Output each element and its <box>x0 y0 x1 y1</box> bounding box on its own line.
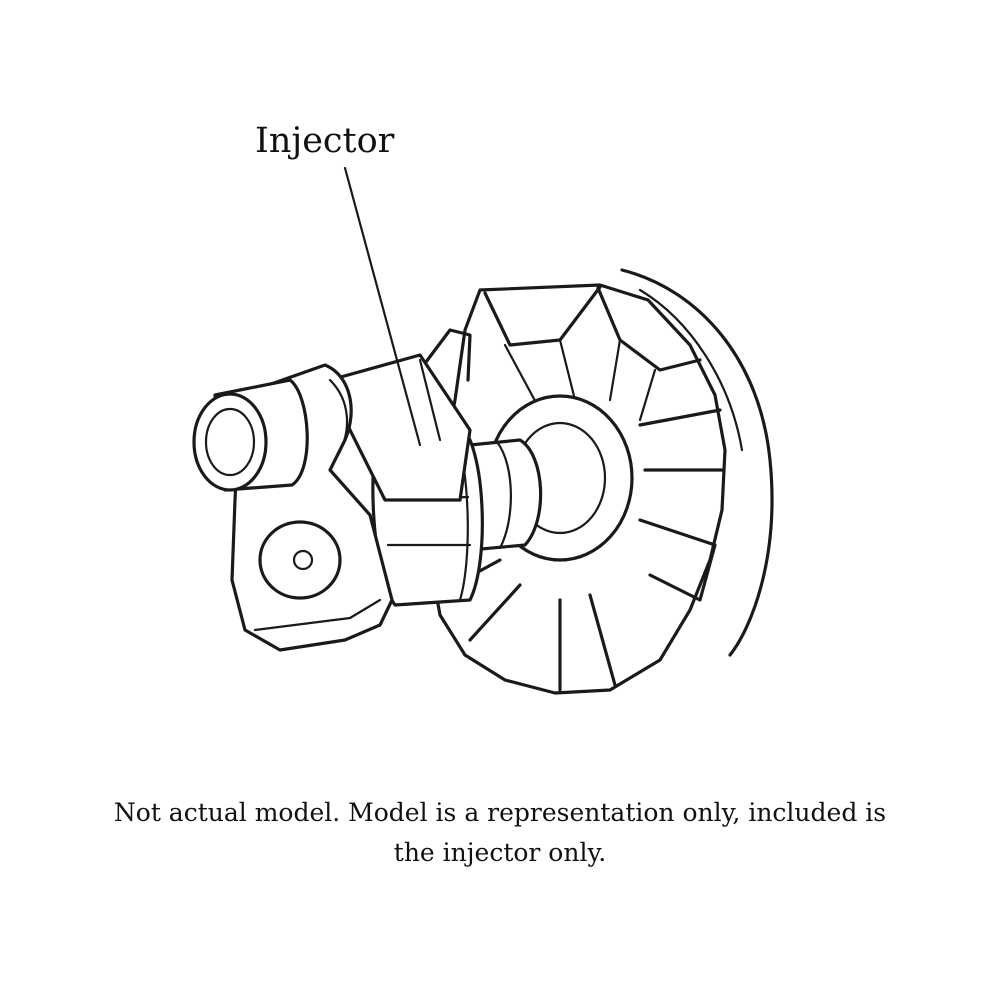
blade-edge-2 <box>608 338 657 422</box>
shaft-neck-groove <box>495 440 512 550</box>
blade-upper-right <box>596 286 702 372</box>
disclaimer-line-2: the injector only. <box>393 838 607 867</box>
flange-inner-arc <box>638 288 744 452</box>
tapered-connector <box>328 353 472 502</box>
blade-bottom <box>558 593 617 692</box>
disclaimer-line-1: Not actual model. Model is a representat… <box>113 798 887 827</box>
flange-bottom-line <box>253 598 382 632</box>
inlet-tube-bore <box>204 407 256 477</box>
hub-tab <box>418 328 472 382</box>
bolt-boss <box>258 520 342 600</box>
inlet-tube-face <box>192 392 268 492</box>
shaft-neck <box>468 438 543 552</box>
flange-back-arc <box>620 268 774 657</box>
connector-seam <box>418 358 442 442</box>
blade-edge-1 <box>503 338 577 412</box>
flange-edge-line <box>328 378 349 457</box>
blade-right <box>638 408 724 472</box>
bolt-hole <box>292 549 314 571</box>
disclaimer-caption: Not actual model. Model is a representat… <box>0 793 1000 873</box>
blade-top <box>483 285 602 347</box>
callout-leader-line <box>343 166 422 447</box>
blade-lower-right <box>638 518 717 602</box>
injector-callout-label: Injector <box>255 121 395 161</box>
